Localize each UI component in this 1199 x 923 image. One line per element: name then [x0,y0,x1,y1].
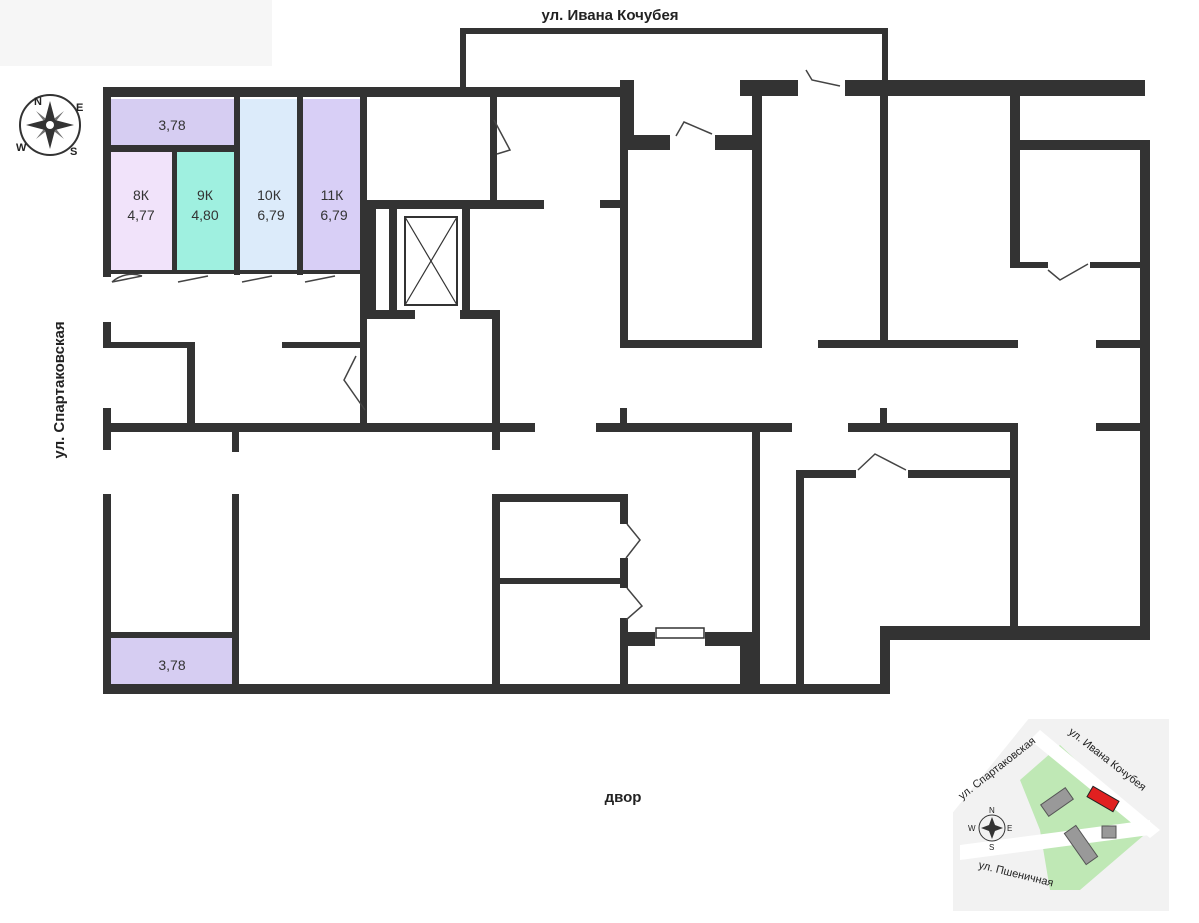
storage-unit-11k-name: 11К [321,187,345,203]
walls [103,28,1150,694]
site-compass-south: S [989,843,994,852]
storage-unit-strip-top[interactable] [110,99,234,145]
storage-unit-10k-name: 10К [257,187,282,203]
storage-unit-strip-top-area: 3,78 [158,117,185,133]
compass-west: W [16,142,27,154]
storage-unit-strip-bottom-area: 3,78 [158,657,185,673]
site-compass-east: E [1007,824,1012,833]
street-left-label: ул. Спартаковская [51,321,68,458]
storage-unit-8k-area: 4,77 [127,207,154,223]
storage-unit-9k[interactable] [176,152,234,274]
compass-east: E [76,102,83,114]
doors [111,69,1089,621]
compass-north: N [34,96,42,108]
storage-unit-9k-name: 9К [197,187,214,203]
storage-unit-11k-area: 6,79 [320,207,347,223]
storage-unit-8k[interactable] [110,152,172,274]
storage-unit-10k-area: 6,79 [257,207,284,223]
storage-unit-11k[interactable] [303,99,361,274]
site-plan-map: N E S W ул. Спартаковская ул. Ивана Кочу… [951,717,1171,913]
storage-unit-strip-bottom[interactable] [110,638,234,684]
site-compass-north: N [989,806,995,815]
site-compass-icon: N E S W [968,806,1012,852]
storage-unit-10k[interactable] [240,99,298,274]
site-green-area [1020,745,1150,890]
street-bottom-label: двор [605,789,642,806]
storage-unit-8k-name: 8К [133,187,150,203]
street-top-label: ул. Ивана Кочубея [541,7,678,24]
compass-south: S [70,146,77,158]
site-highlight-building [1086,785,1120,813]
site-compass-west: W [968,824,976,833]
header-band [0,0,272,66]
compass-rose-icon: N E S W [16,94,83,158]
storage-unit-9k-area: 4,80 [191,207,218,223]
